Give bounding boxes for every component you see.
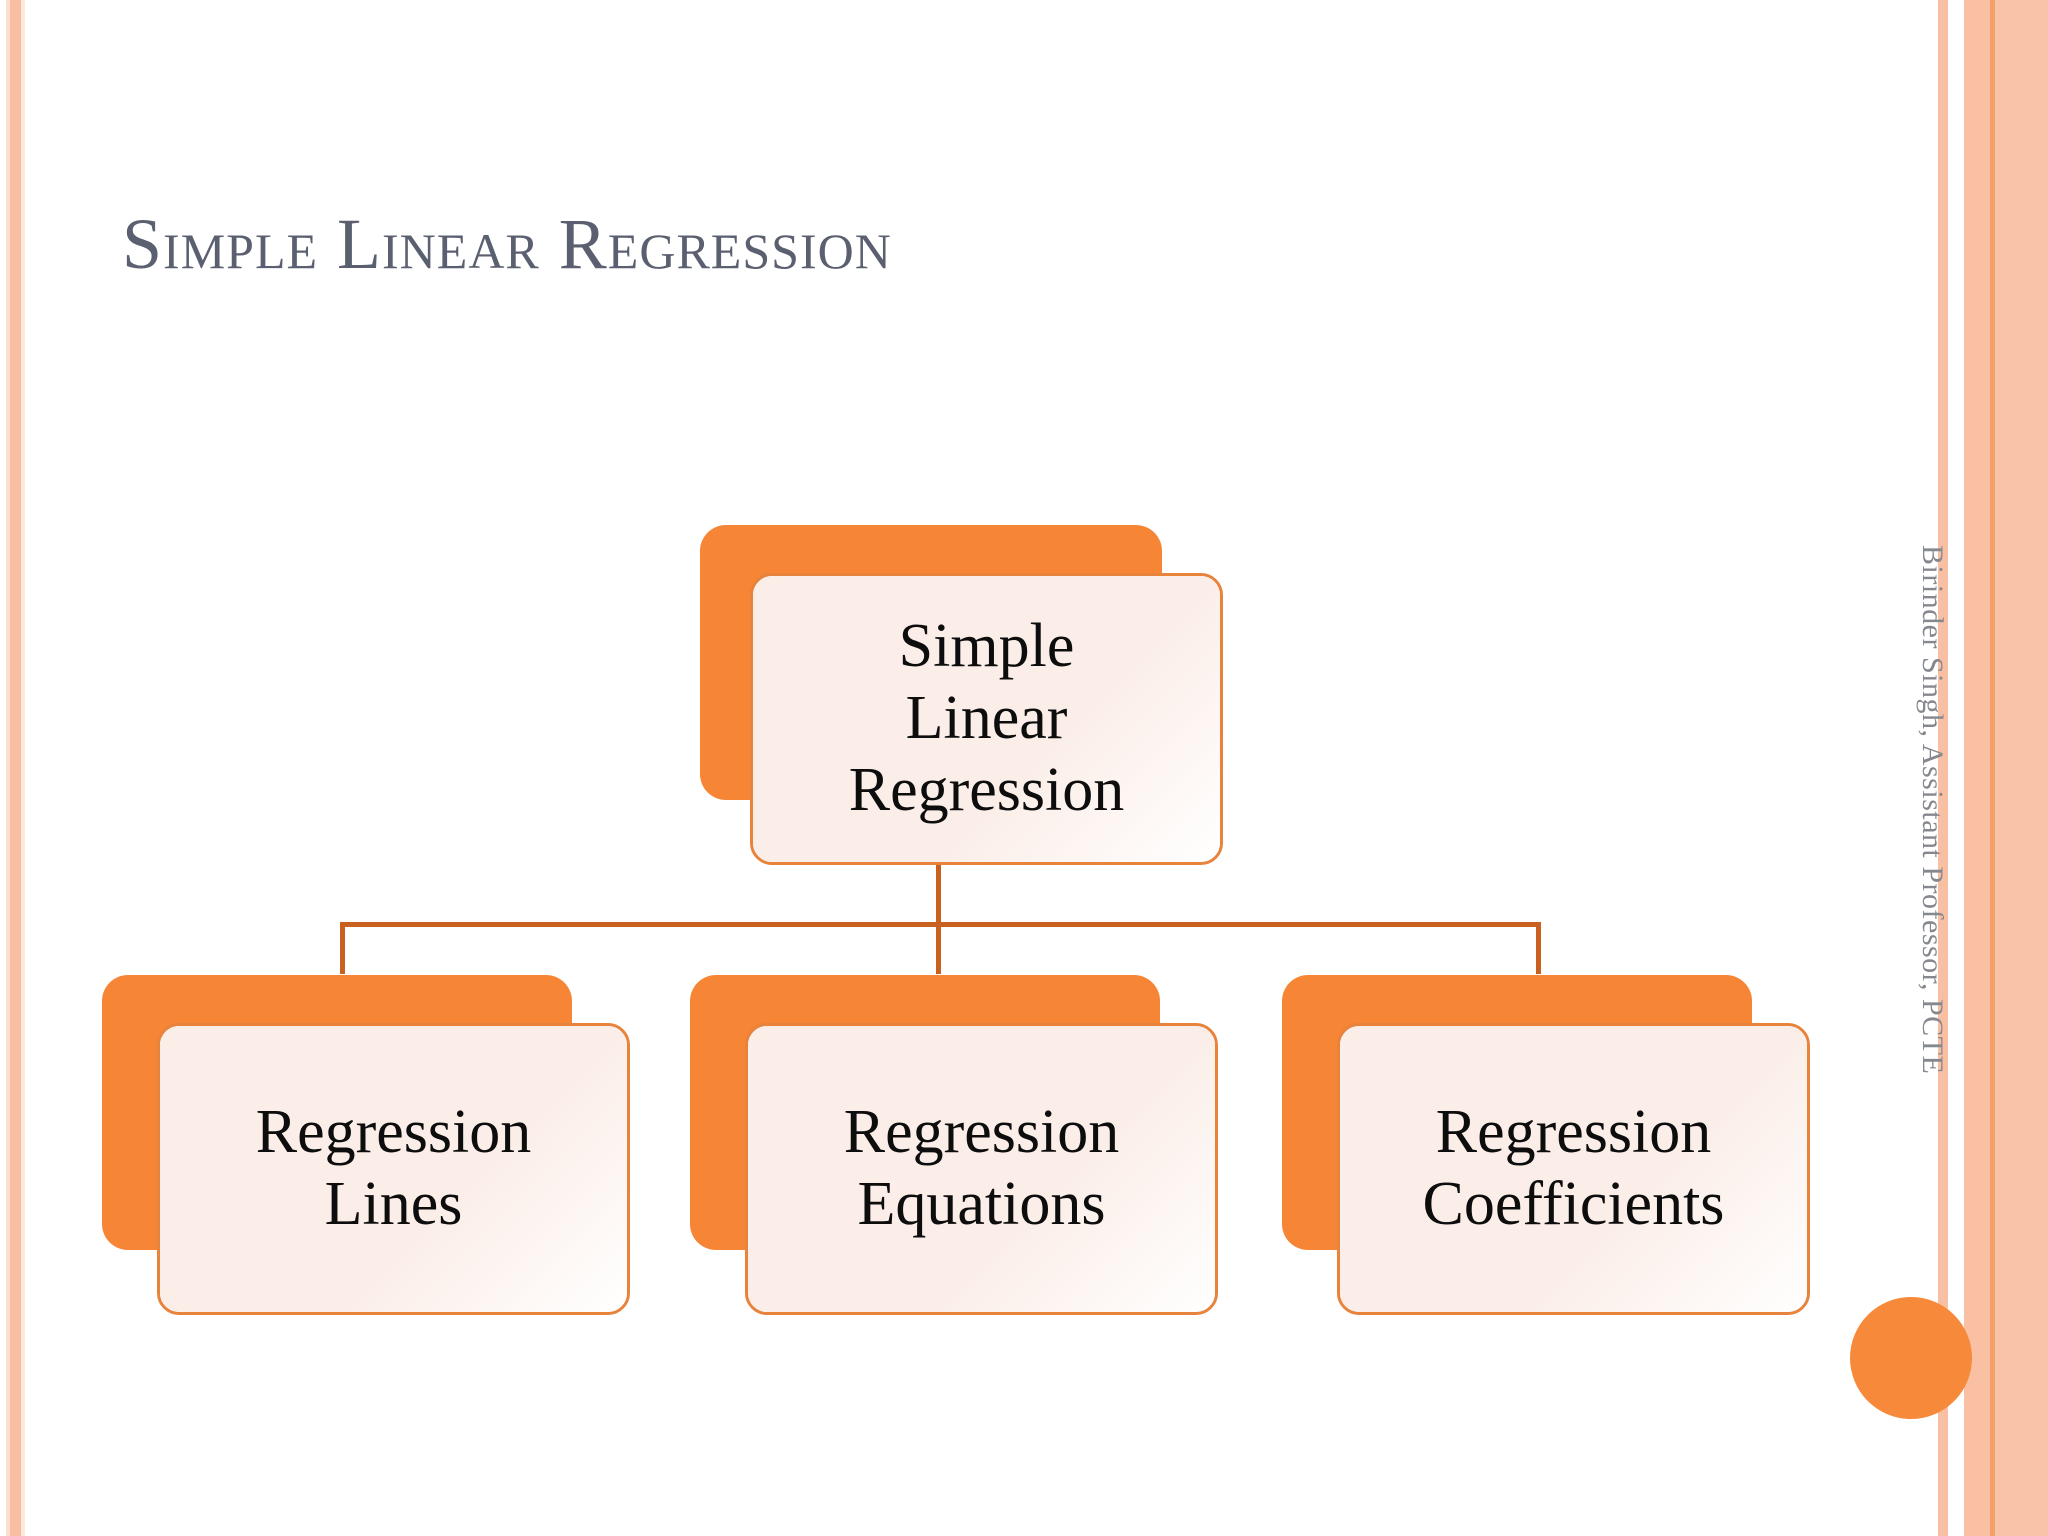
org-node-regression-coefficients-card[interactable]: Regression Coefficients [1337,1023,1810,1315]
org-node-regression-lines-card[interactable]: Regression Lines [157,1023,630,1315]
org-node-root-card[interactable]: Simple Linear Regression [750,573,1223,865]
slide-title: Simple Linear Regression [122,204,892,284]
right-edge-stripe-5 [1995,0,2048,1536]
side-attribution-text: Birinder Singh, Assistant Professor, PCT… [1916,545,1949,1075]
corner-circle-decoration [1850,1297,1972,1419]
right-edge-stripe-3 [1964,0,1990,1536]
left-edge-stripe-3 [21,0,25,1536]
connector-drop-2 [936,922,941,974]
org-node-regression-coefficients-label: Regression Coefficients [1422,1098,1725,1238]
right-edge-stripe-4 [1990,0,1995,1536]
connector-drop-3 [1536,922,1541,974]
org-node-regression-equations-label: Regression Equations [843,1098,1120,1238]
left-edge-stripe-2 [10,0,21,1536]
right-edge-stripe-1 [1938,0,1948,1536]
org-node-regression-equations-card[interactable]: Regression Equations [745,1023,1218,1315]
connector-drop-1 [340,922,345,974]
left-edge-stripe-1 [6,0,10,1536]
right-edge-stripe-2 [1948,0,1964,1536]
org-node-regression-lines-label: Regression Lines [255,1098,532,1238]
org-node-root-label: Simple Linear Regression [848,612,1125,824]
connector-trunk [936,865,941,969]
